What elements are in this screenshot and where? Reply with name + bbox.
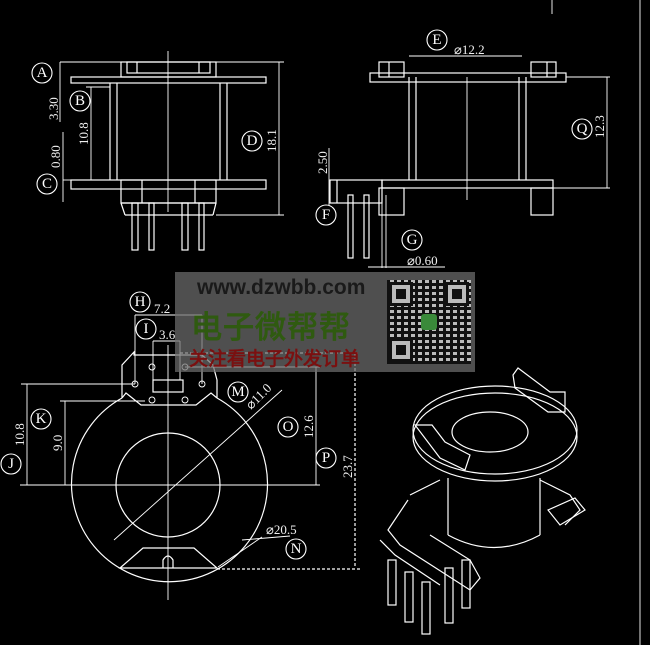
front-view — [59, 51, 284, 251]
label-n: N — [291, 541, 302, 557]
dim-2-50: 2.50 — [315, 151, 330, 174]
label-circle-j — [0, 453, 22, 475]
label-m: M — [231, 384, 244, 400]
label-circle-i — [135, 318, 157, 340]
dim-dia-11-0: ⌀11.0 — [243, 380, 275, 412]
dim-9-0: 9.0 — [50, 435, 65, 451]
label-e: E — [432, 32, 441, 48]
dim-dia-0-60: ⌀0.60 — [407, 253, 438, 268]
label-g: G — [407, 232, 418, 248]
dim-0-80: 0.80 — [48, 145, 63, 168]
watermark-banner: www.dzwbb.com 电子微帮帮 关注看电子外发订单 — [175, 272, 475, 372]
dim-12-6: 12.6 — [301, 415, 316, 438]
label-circle-e — [426, 29, 448, 51]
front-view-annotations: A B C D 3.30 10.8 0.80 18.1 — [31, 62, 279, 195]
label-circle-k — [30, 408, 52, 430]
watermark-url: www.dzwbb.com — [197, 276, 366, 299]
label-circle-p — [315, 447, 337, 469]
label-circle-m — [227, 381, 249, 403]
label-a: A — [37, 65, 48, 81]
side-view-annotations: E F G Q ⌀12.2 2.50 ⌀0.60 12.3 — [315, 29, 607, 268]
label-circle-f — [315, 204, 337, 226]
label-circle-n — [285, 538, 307, 560]
dim-dia-20-5: ⌀20.5 — [266, 522, 297, 537]
watermark-brand: 电子微帮帮 — [191, 310, 351, 346]
label-j: J — [8, 456, 14, 472]
qr-logo-icon — [421, 314, 437, 330]
label-o: O — [283, 419, 294, 435]
label-f: F — [322, 207, 330, 223]
side-view — [328, 55, 610, 268]
qr-code — [387, 280, 471, 364]
label-h: H — [135, 294, 146, 310]
dim-23-7: 23.7 — [340, 455, 355, 478]
label-circle-h — [129, 291, 151, 313]
label-circle-o — [277, 416, 299, 438]
label-circle-a — [31, 62, 53, 84]
dim-10-8-bottom: 10.8 — [12, 423, 27, 446]
label-q: Q — [577, 121, 588, 137]
dim-7-2: 7.2 — [154, 301, 170, 316]
label-circle-q — [571, 118, 593, 140]
label-c: C — [42, 176, 52, 192]
dim-12-3: 12.3 — [592, 115, 607, 138]
dim-3-30: 3.30 — [46, 97, 61, 120]
watermark-slogan: 关注看电子外发订单 — [189, 348, 361, 370]
label-d: D — [247, 133, 258, 149]
dim-18-1: 18.1 — [264, 129, 279, 152]
label-circle-b — [69, 90, 91, 112]
label-p: P — [322, 450, 330, 466]
label-circle-d — [241, 130, 263, 152]
label-i: I — [144, 321, 149, 337]
dim-3-6: 3.6 — [159, 327, 176, 342]
dim-10-8: 10.8 — [76, 122, 91, 145]
label-circle-g — [401, 229, 423, 251]
label-k: K — [36, 411, 47, 427]
label-circle-c — [36, 173, 58, 195]
isometric-view — [379, 367, 586, 635]
dim-dia-12-2: ⌀12.2 — [454, 42, 485, 57]
label-b: B — [75, 93, 85, 109]
